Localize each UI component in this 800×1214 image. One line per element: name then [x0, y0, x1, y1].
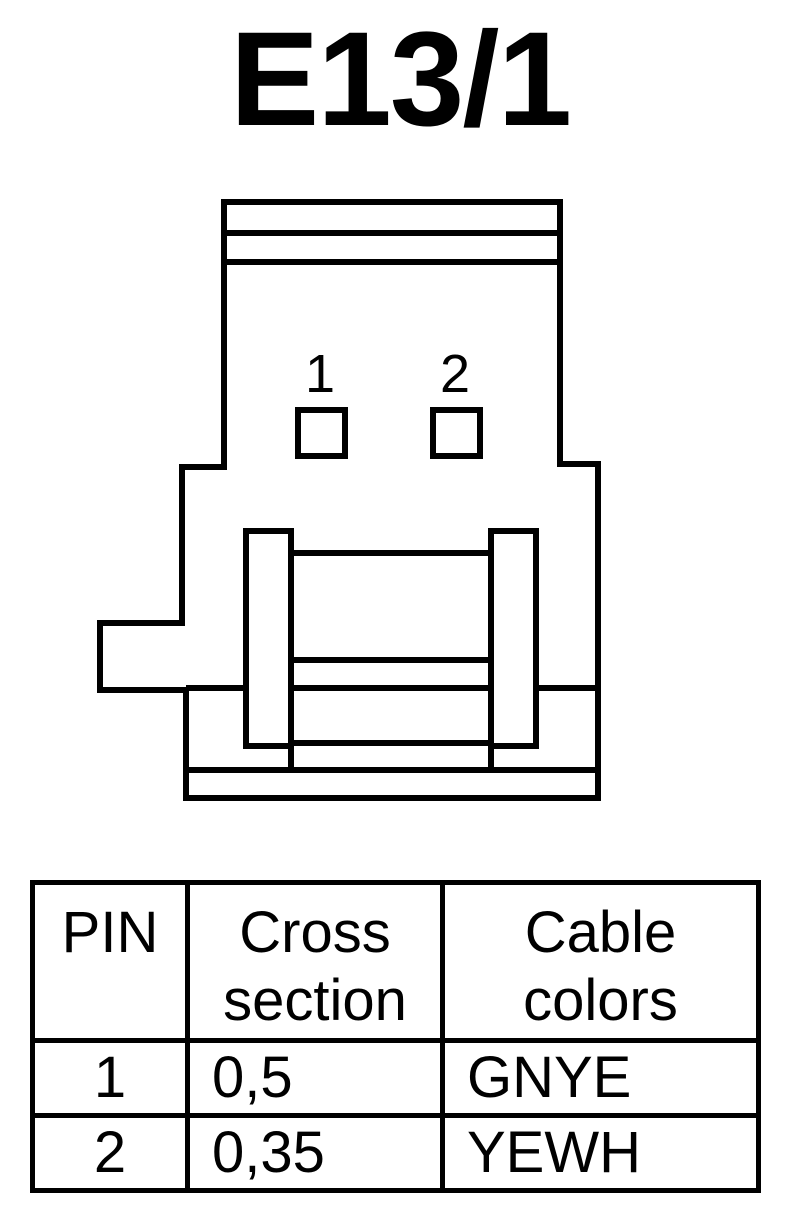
- row-1-cross-section: 0,5: [185, 1038, 445, 1118]
- header-cross-section: Cross section: [185, 880, 445, 1043]
- pin-assignment-table: PIN Cross section Cable colors 1 0,5 GNY…: [30, 880, 761, 1193]
- pin-2-label: 2: [440, 344, 470, 404]
- row-2-cross-section: 0,35: [185, 1113, 445, 1193]
- header-pin: PIN: [30, 880, 190, 1043]
- row-1-cable-color: GNYE: [440, 1038, 761, 1118]
- table-row: 2 0,35 YEWH: [30, 1113, 761, 1193]
- pin-1-cavity: [295, 407, 348, 459]
- row-2-cable-color: YEWH: [440, 1113, 761, 1193]
- header-cross-line-2: section: [223, 968, 407, 1033]
- connector-title: E13/1: [229, 5, 572, 154]
- row-1-pin: 1: [30, 1038, 190, 1118]
- table-row: 1 0,5 GNYE: [30, 1038, 761, 1118]
- lock-post-right: [488, 528, 539, 749]
- header-cable-line-2: colors: [523, 968, 678, 1033]
- connector-diagram: 1 2: [97, 199, 601, 801]
- pin-2-cavity: [430, 407, 483, 459]
- lock-post-left: [243, 528, 294, 749]
- row-2-pin: 2: [30, 1113, 190, 1193]
- table-header-row: PIN Cross section Cable colors: [30, 880, 761, 1043]
- header-cross-line-1: Cross: [239, 900, 391, 965]
- header-cable-colors: Cable colors: [440, 880, 761, 1043]
- pin-1-label: 1: [305, 344, 335, 404]
- header-cable-line-1: Cable: [524, 900, 677, 965]
- header-pin-line-1: PIN: [61, 900, 159, 965]
- connector-housing: [97, 199, 601, 801]
